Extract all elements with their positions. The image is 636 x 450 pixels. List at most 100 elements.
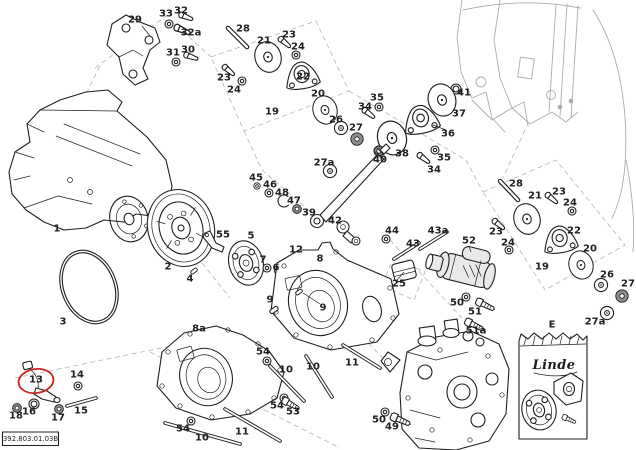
part-callout-35: 35 xyxy=(370,93,384,104)
part-callout-16: 16 xyxy=(22,407,36,418)
part-callout-4: 4 xyxy=(187,274,194,285)
part-callout-54: 54 xyxy=(256,347,270,358)
washer-31 xyxy=(171,57,181,67)
speed-sensor-13 xyxy=(22,360,61,404)
washer-33 xyxy=(164,19,174,29)
part-callout-51a: 51a xyxy=(466,326,487,337)
hydraulic-pump xyxy=(380,318,510,450)
part-callout-28: 28 xyxy=(236,24,250,35)
part-callout-37: 37 xyxy=(452,109,466,120)
part-callout-2: 2 xyxy=(165,262,172,273)
part-callout-40: 40 xyxy=(373,155,387,166)
part-callout-38: 38 xyxy=(395,149,409,160)
coupling-5 xyxy=(227,240,265,286)
starter-motor xyxy=(425,246,496,290)
part-callout-47: 47 xyxy=(287,196,301,207)
part-callout-32a: 32a xyxy=(181,28,202,39)
leader-lines xyxy=(141,25,472,305)
highlight-ellipse-13 xyxy=(17,367,55,395)
part-callout-42: 42 xyxy=(328,216,342,227)
part-callout-44: 44 xyxy=(385,226,399,237)
washer-54 xyxy=(262,356,272,366)
part-callout-26: 26 xyxy=(329,115,343,126)
part-callout-21: 21 xyxy=(257,36,271,47)
part-callout-45: 45 xyxy=(249,173,263,184)
part-callout-50: 50 xyxy=(450,298,464,309)
starter-group xyxy=(381,230,497,334)
damper-disc-21 xyxy=(509,199,545,239)
part-callout-19: 19 xyxy=(535,262,549,273)
flywheel xyxy=(146,188,216,268)
linde-logo: Linde xyxy=(532,358,576,373)
engine-block xyxy=(8,89,173,231)
drawing-number: 392.803.01.03B xyxy=(3,435,58,443)
part-callout-24: 24 xyxy=(501,238,515,249)
part-callout-15: 15 xyxy=(74,406,88,417)
part-callout-21: 21 xyxy=(528,191,542,202)
part-callout-43a: 43a xyxy=(428,226,449,237)
part-callout-25: 25 xyxy=(392,279,406,290)
part-callout-39: 39 xyxy=(302,208,316,219)
ball-joint-42 xyxy=(336,220,361,246)
drawing-number-box: 392.803.01.03B xyxy=(1,431,60,447)
v-belt xyxy=(59,249,119,325)
bolt-34 xyxy=(415,150,432,166)
part-callout-54: 54 xyxy=(270,401,284,412)
part-callout-1: 1 xyxy=(54,224,61,235)
part-callout-32: 32 xyxy=(174,6,188,17)
part-callout-19: 19 xyxy=(265,107,279,118)
part-callout-5: 5 xyxy=(248,231,255,242)
part-callout-7: 7 xyxy=(260,255,267,266)
engine-mount-group-right xyxy=(490,181,629,321)
part-callout-48: 48 xyxy=(275,188,289,199)
part-callout-8: 8 xyxy=(317,254,324,265)
part-callout-29: 29 xyxy=(128,15,142,26)
speed-sensor-group xyxy=(12,360,98,414)
part-callout-18: 18 xyxy=(9,411,23,422)
part-callout-41: 41 xyxy=(457,88,471,99)
part-callout-14: 14 xyxy=(70,370,84,381)
part-callout-20: 20 xyxy=(311,89,325,100)
washer-45 xyxy=(253,182,261,190)
part-callout-33: 33 xyxy=(159,9,173,20)
part-callout-53: 53 xyxy=(286,407,300,418)
coupling-group xyxy=(189,230,305,286)
part-callout-11: 11 xyxy=(345,358,359,369)
part-callout-30: 30 xyxy=(181,45,195,56)
part-callout-27a: 27a xyxy=(314,158,335,169)
part-callout-50: 50 xyxy=(372,415,386,426)
part-callout-8a: 8a xyxy=(192,324,206,335)
part-callout-22: 22 xyxy=(567,226,581,237)
part-callout-35: 35 xyxy=(437,153,451,164)
boxed-coupling-drawing xyxy=(521,389,557,431)
pump-housing-front xyxy=(270,241,400,351)
pump-housing-rear xyxy=(156,325,285,421)
part-callout-10: 10 xyxy=(279,365,293,376)
disc-27 xyxy=(615,289,629,303)
part-callout-6: 6 xyxy=(273,263,280,274)
part-callout-31: 31 xyxy=(166,48,180,59)
part-callout-24: 24 xyxy=(563,198,577,209)
bracket-55 xyxy=(202,230,225,253)
part-callout-24: 24 xyxy=(227,85,241,96)
part-callout-27: 27 xyxy=(349,123,363,134)
washer-14 xyxy=(73,381,83,391)
part-callout-13: 13 xyxy=(29,375,43,386)
part-callout-55: 55 xyxy=(216,230,230,241)
part-callout-43: 43 xyxy=(406,239,420,250)
part-callout-52: 52 xyxy=(462,236,476,247)
part-callout-12: 12 xyxy=(289,245,303,256)
part-callout-28: 28 xyxy=(509,179,523,190)
part-callout-26: 26 xyxy=(600,270,614,281)
part-callout-27: 27 xyxy=(621,279,635,290)
part-callout-34: 34 xyxy=(427,165,441,176)
part-callout-54: 54 xyxy=(176,424,190,435)
part-callout-11: 11 xyxy=(235,427,249,438)
part-callout-51: 51 xyxy=(468,307,482,318)
part-callout-9: 9 xyxy=(267,295,274,306)
part-callout-36: 36 xyxy=(441,129,455,140)
washer-35 xyxy=(374,102,384,112)
part-callout-24: 24 xyxy=(291,42,305,53)
part-callout-34: 34 xyxy=(358,102,372,113)
